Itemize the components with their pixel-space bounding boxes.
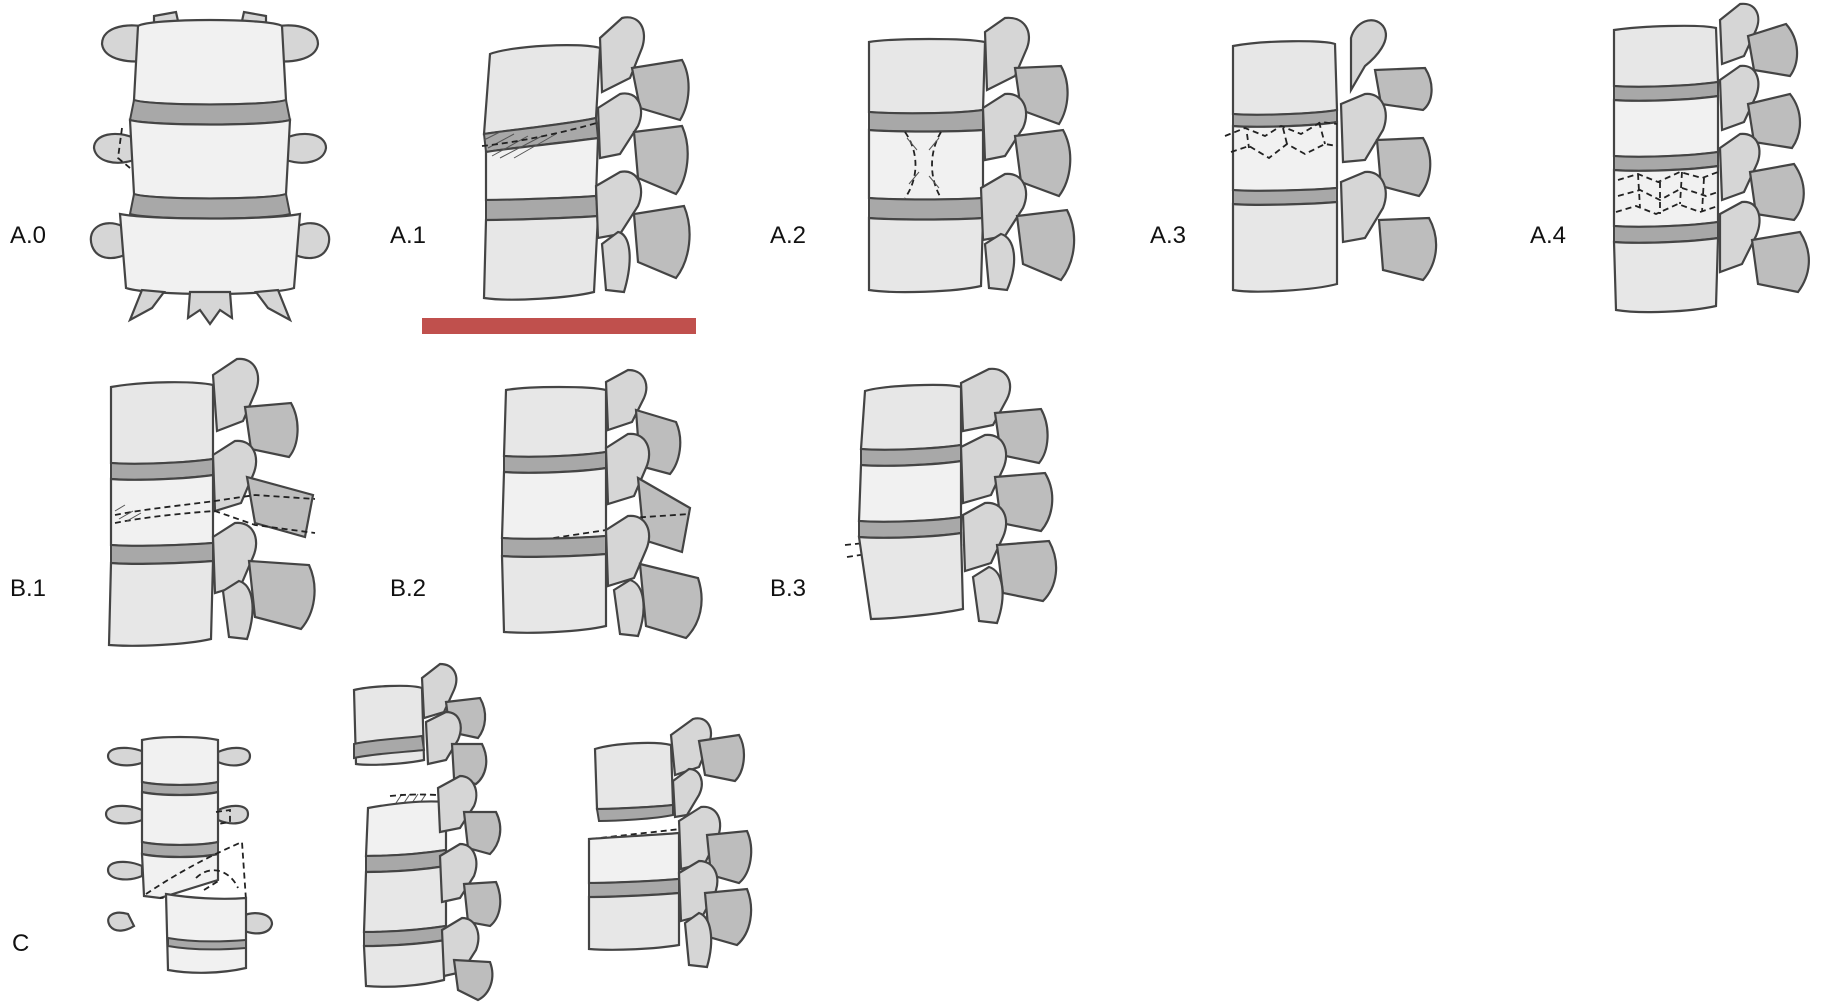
figure-a3-incomplete-burst: [1225, 10, 1465, 310]
figure-b1-posterior-tension: [105, 355, 325, 655]
label-a0: A.0: [10, 222, 46, 250]
figure-a0-spine-anterior: [90, 8, 330, 328]
figure-a4-complete-burst: [1610, 0, 1835, 320]
figure-a1-wedge-compression: [470, 8, 710, 308]
label-a4: A.4: [1530, 222, 1566, 250]
label-b3: B.3: [770, 575, 806, 603]
figure-b2-posterior-disruption: [490, 370, 710, 660]
figure-a2-split-fracture: [855, 12, 1095, 312]
figure-c2-translation-lateral: [350, 660, 510, 1005]
label-b2: B.2: [390, 575, 426, 603]
label-a3: A.3: [1150, 222, 1186, 250]
figure-c1-translation-anterior: [100, 730, 280, 990]
label-a1: A.1: [390, 222, 426, 250]
figure-b3-anterior-disruption: [845, 365, 1075, 665]
label-b1: B.1: [10, 575, 46, 603]
selection-highlight-bar: [422, 318, 696, 334]
label-a2: A.2: [770, 222, 806, 250]
label-c: C: [12, 930, 29, 958]
figure-c3-dislocation-lateral: [575, 705, 775, 985]
